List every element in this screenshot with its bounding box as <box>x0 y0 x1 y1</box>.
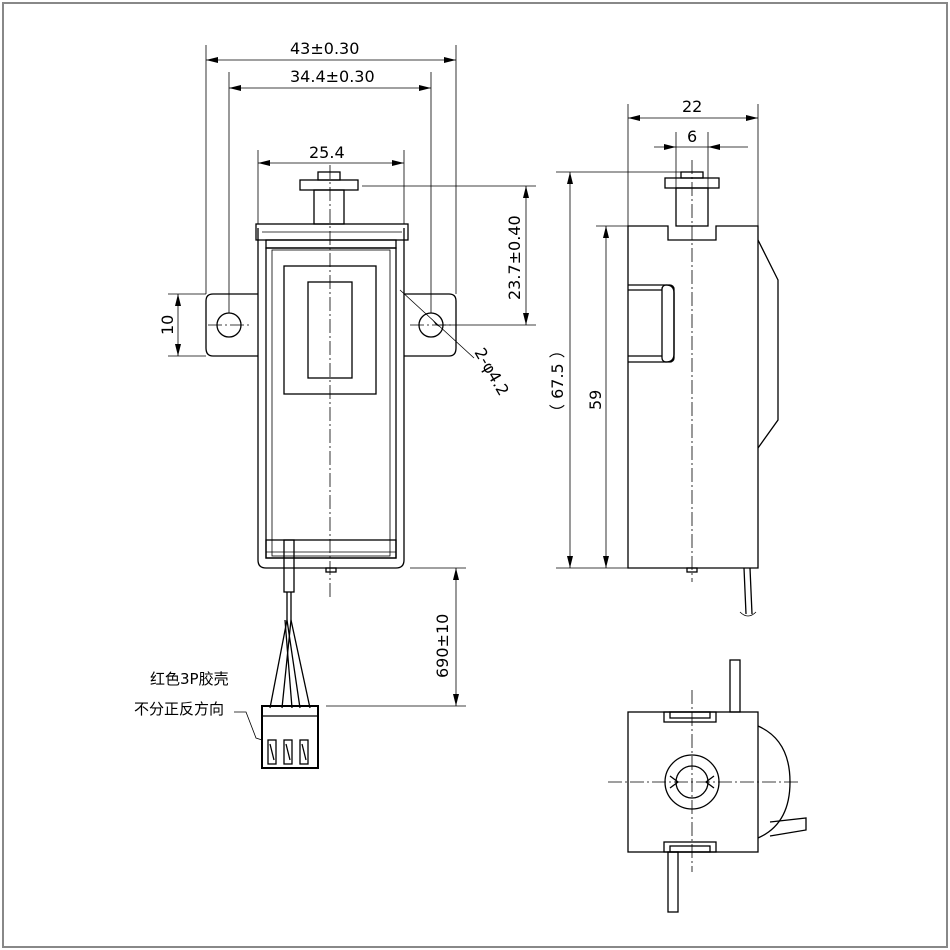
dim-body-length: 59 <box>586 390 605 410</box>
dim-lead-length: 690±10 <box>433 614 452 678</box>
side-terminal-cover <box>757 239 779 449</box>
plunger-shaft <box>313 189 345 225</box>
dim-overall-length: （ 67.5 ） <box>548 342 567 420</box>
connector-note-line2: 不分正反方向 <box>134 700 224 718</box>
note-leader <box>234 711 263 741</box>
solenoid-frame <box>257 228 405 569</box>
dim-hole-spacing: 34.4±0.30 <box>290 67 375 86</box>
dim-overall-width: 43±0.30 <box>290 39 359 58</box>
dim-plunger-dia: 6 <box>687 127 697 146</box>
front-view: 红色3P胶壳 不分正反方向 <box>134 165 457 769</box>
mounting-flange <box>205 293 457 357</box>
dim-plunger-to-hole: 23.7±0.40 <box>505 215 524 300</box>
bottom-stud <box>325 567 337 573</box>
side-dimensions: 22 6 （ 67.5 ） 59 <box>548 97 759 569</box>
side-body <box>627 225 759 569</box>
dim-body-width: 25.4 <box>309 143 345 162</box>
lead-wires <box>269 539 311 709</box>
connector-3p <box>261 705 319 769</box>
bottom-view <box>608 659 807 913</box>
dim-side-width: 22 <box>682 97 702 116</box>
side-view <box>627 160 779 617</box>
dim-holes: 2-φ4.2 <box>471 345 513 399</box>
connector-note-line1: 红色3P胶壳 <box>150 670 229 688</box>
front-dimensions: 43±0.30 34.4±0.30 25.4 10 23.7±0.40 2-φ4… <box>158 39 536 707</box>
dim-flange-height: 10 <box>158 315 177 335</box>
plunger-head <box>299 179 359 191</box>
